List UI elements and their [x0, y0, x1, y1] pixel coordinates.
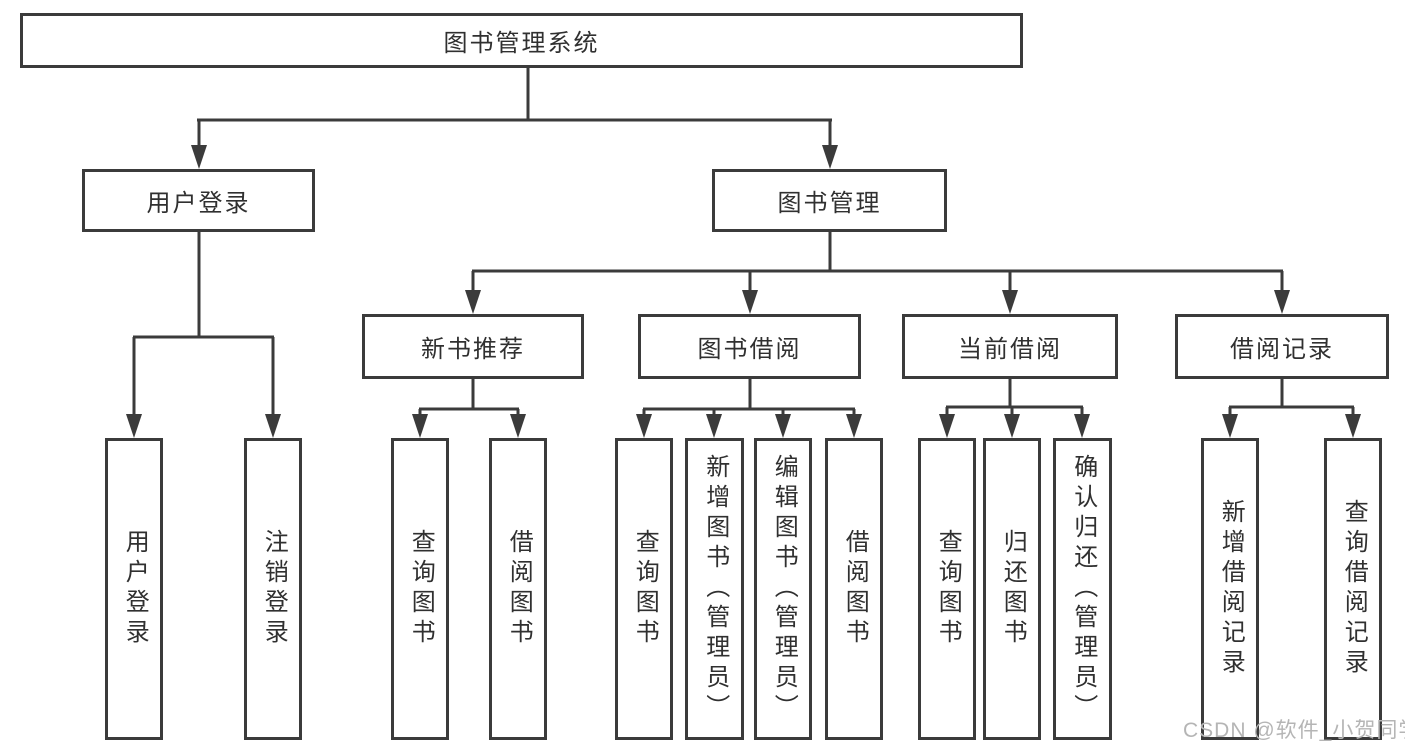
node-label: 图书管理: [777, 190, 882, 217]
node-borrow-records: 借阅记录: [1175, 314, 1389, 379]
node-current-borrowing: 当前借阅: [902, 314, 1118, 379]
leaf-borrow-books-2: 借阅图书: [825, 438, 883, 740]
node-label: 当前借阅: [958, 336, 1062, 363]
leaf-borrow-books-1: 借阅图书: [489, 438, 547, 740]
arrowheads: [126, 145, 1361, 438]
leaf-add-books-admin: 新增图书（管理员）: [685, 438, 744, 740]
node-new-book-recommend: 新书推荐: [362, 314, 584, 379]
leaf-user-login: 用户登录: [105, 438, 163, 740]
node-label: 用户登录: [146, 190, 251, 217]
node-label: 图书借阅: [697, 336, 802, 363]
leaf-label: 借阅图书: [505, 529, 533, 649]
node-library-management-system: 图书管理系统: [20, 13, 1023, 68]
leaf-query-borrow-record: 查询借阅记录: [1324, 438, 1382, 740]
leaf-edit-books-admin: 编辑图书（管理员）: [754, 438, 812, 740]
leaf-query-books-3: 查询图书: [918, 438, 976, 740]
leaf-return-books: 归还图书: [983, 438, 1041, 740]
leaf-label: 确认归还（管理员）: [1069, 454, 1097, 724]
leaf-label: 查询图书: [631, 529, 659, 649]
csdn-watermark: CSDN @软件_小贺同学: [1183, 719, 1405, 742]
node-label: 新书推荐: [421, 336, 525, 363]
node-book-management: 图书管理: [712, 169, 947, 232]
node-label: 图书管理系统: [443, 30, 600, 57]
leaf-label: 查询图书: [407, 529, 435, 649]
leaf-query-books-2: 查询图书: [615, 438, 673, 740]
leaf-label: 新增借阅记录: [1217, 499, 1245, 679]
leaf-label: 用户登录: [121, 529, 149, 649]
leaf-label: 查询图书: [934, 529, 962, 649]
leaf-label: 查询借阅记录: [1340, 499, 1368, 679]
leaf-add-borrow-record: 新增借阅记录: [1201, 438, 1259, 740]
node-label: 借阅记录: [1230, 336, 1334, 363]
leaf-confirm-return-admin: 确认归还（管理员）: [1053, 438, 1112, 740]
node-user-login: 用户登录: [82, 169, 315, 232]
node-book-borrowing: 图书借阅: [638, 314, 861, 379]
leaf-label: 编辑图书（管理员）: [770, 454, 798, 724]
leaf-label: 借阅图书: [841, 529, 869, 649]
leaf-label: 新增图书（管理员）: [701, 454, 729, 724]
leaf-label: 归还图书: [999, 529, 1027, 649]
leaf-label: 注销登录: [260, 529, 288, 649]
leaf-query-books-1: 查询图书: [391, 438, 449, 740]
leaf-logout: 注销登录: [244, 438, 302, 740]
